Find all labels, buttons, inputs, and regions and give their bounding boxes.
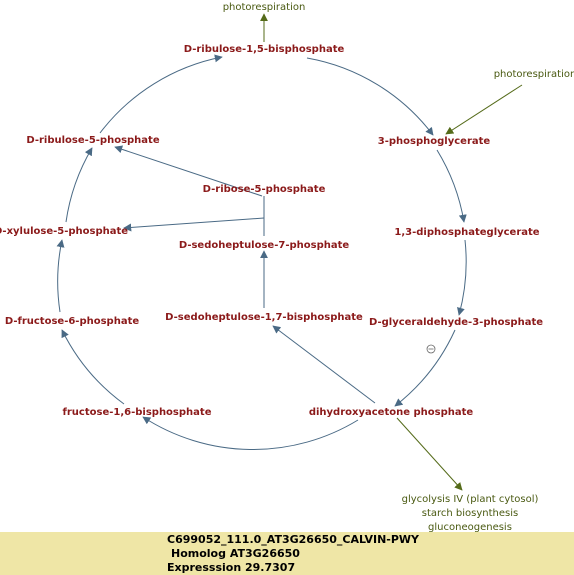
ext-starch-biosynthesis[interactable]: starch biosynthesis [422,508,518,519]
node-1-3-diphosphateglycerate[interactable]: 1,3-diphosphateglycerate [394,227,539,238]
ext-photorespiration-right[interactable]: photorespiration [494,69,574,80]
ext-glycolysis[interactable]: glycolysis IV (plant cytosol) [402,494,539,505]
arrow-s7p-to-xu5p [123,217,265,232]
node-fructose-1-6-bisphosphate[interactable]: fructose-1,6-bisphosphate [63,407,212,418]
node-sedoheptulose-1-7-bisphosphate[interactable]: D-sedoheptulose-1,7-bisphosphate [165,312,363,323]
node-3-phosphoglycerate[interactable]: 3-phosphoglycerate [378,136,491,147]
arrow-dhap-to-sbp [272,325,376,404]
arrow-ru15bp-to-3pga [306,57,434,136]
footer-expression-line: Expresssion 29.7307 [167,561,296,574]
node-xylulose-5-phosphate[interactable]: D-xylulose-5-phosphate [0,226,128,237]
node-glyceraldehyde-3-phosphate[interactable]: D-glyceraldehyde-3-phosphate [369,317,543,328]
arrow-to-glycolysis [396,417,463,491]
minus-circle-icon [426,344,436,354]
node-ribulose-1-5-bisphosphate[interactable]: D-ribulose-1,5-bisphosphate [184,44,345,55]
info-footer: C699052_111.0_AT3G26650_CALVIN-PWY Homol… [0,532,574,575]
node-ribulose-5-phosphate[interactable]: D-ribulose-5-phosphate [26,135,159,146]
node-sedoheptulose-7-phosphate[interactable]: D-sedoheptulose-7-phosphate [179,240,350,251]
ext-gluconeogenesis[interactable]: gluconeogenesis [428,522,512,532]
pathway-diagram: D-ribulose-1,5-bisphosphate 3-phosphogly… [0,2,574,532]
arrow-13dpg-to-gap [457,239,467,316]
ext-photorespiration-top[interactable]: photorespiration [223,2,306,13]
node-dihydroxyacetone-phosphate[interactable]: dihydroxyacetone phosphate [309,407,474,418]
arrow-from-photorespiration [445,84,523,135]
arrow-r5p-to-ru5p [114,145,263,197]
arrow-dhap-to-fbp [142,416,359,450]
arrow-xu5p-to-ru5p [65,147,93,223]
node-fructose-6-phosphate[interactable]: D-fructose-6-phosphate [5,316,140,327]
footer-homolog-line: Homolog AT3G26650 [171,547,300,560]
footer-id-line: C699052_111.0_AT3G26650_CALVIN-PWY [167,533,420,546]
arrow-f6p-to-xu5p [56,239,65,313]
arrow-gap-to-dhap [394,329,456,407]
arrow-3pga-to-13dpg [436,149,467,223]
arrow-fbp-to-f6p [61,329,125,405]
node-ribose-5-phosphate[interactable]: D-ribose-5-phosphate [203,184,326,195]
arrow-ru5p-to-ru15bp [99,54,223,134]
